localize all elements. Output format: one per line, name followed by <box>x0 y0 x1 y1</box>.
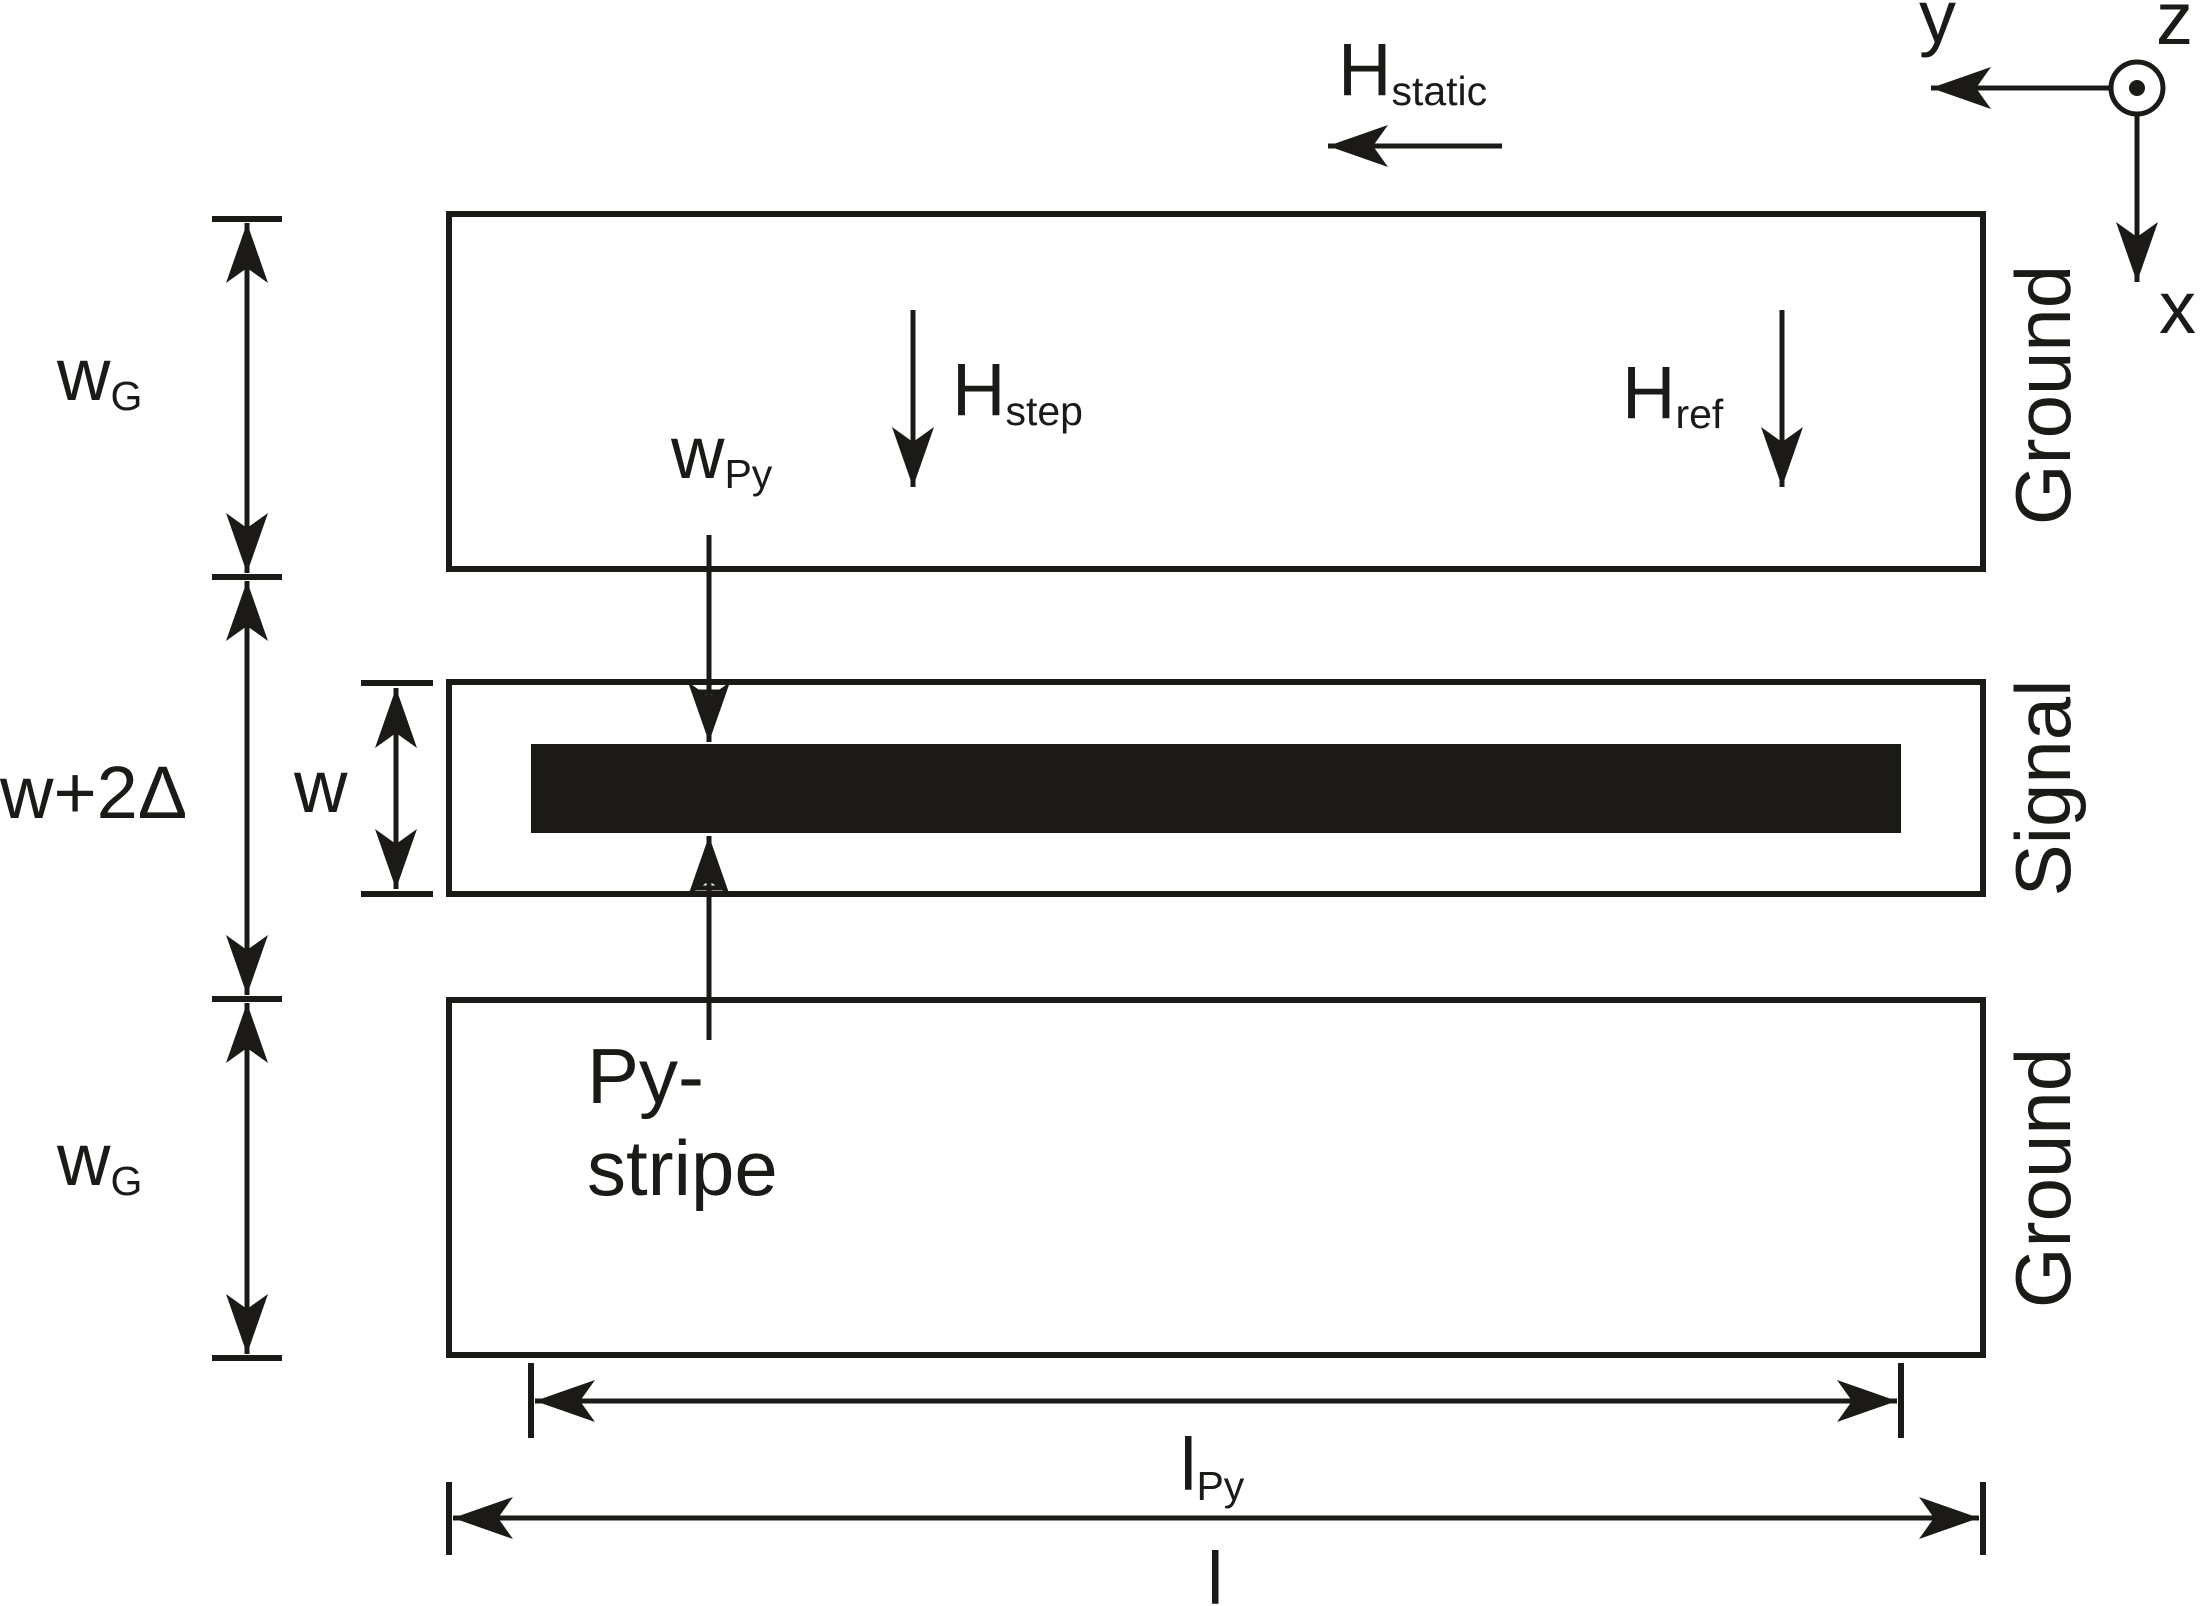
axis-z-dot-icon <box>2129 80 2145 96</box>
ground-top-label: Ground <box>1999 265 2087 525</box>
py-stripe <box>531 744 1901 833</box>
py-stripe-label-line2: stripe <box>587 1124 778 1212</box>
axis-z-out-of-plane-icon <box>2108 59 2166 117</box>
w-py-label: wPy <box>670 411 773 497</box>
w-g-bottom-label: wG <box>56 1118 142 1204</box>
h-step-label: Hstep <box>952 348 1083 434</box>
signal-label: Signal <box>1999 680 2087 897</box>
h-static-label: Hstatic <box>1338 28 1487 114</box>
ground-bottom-label: Ground <box>1999 1048 2087 1308</box>
w-g-top-label: wG <box>56 333 142 419</box>
py-stripe-label-line1: Py- <box>587 1032 704 1120</box>
signal-conductor <box>446 679 1986 897</box>
axis-z-label: z <box>2156 0 2193 60</box>
h-ref-label: Href <box>1622 351 1724 437</box>
ground-top-conductor <box>446 211 1986 572</box>
l-label: l <box>1207 1537 1223 1606</box>
axis-x-label: x <box>2159 266 2196 349</box>
axis-y-label: y <box>1919 0 1956 58</box>
ground-bottom-conductor <box>446 997 1986 1358</box>
l-py-label: lPy <box>1180 1423 1245 1509</box>
w-label: w <box>293 745 348 828</box>
w-plus-two-delta-label: w+2Δ <box>0 751 187 834</box>
